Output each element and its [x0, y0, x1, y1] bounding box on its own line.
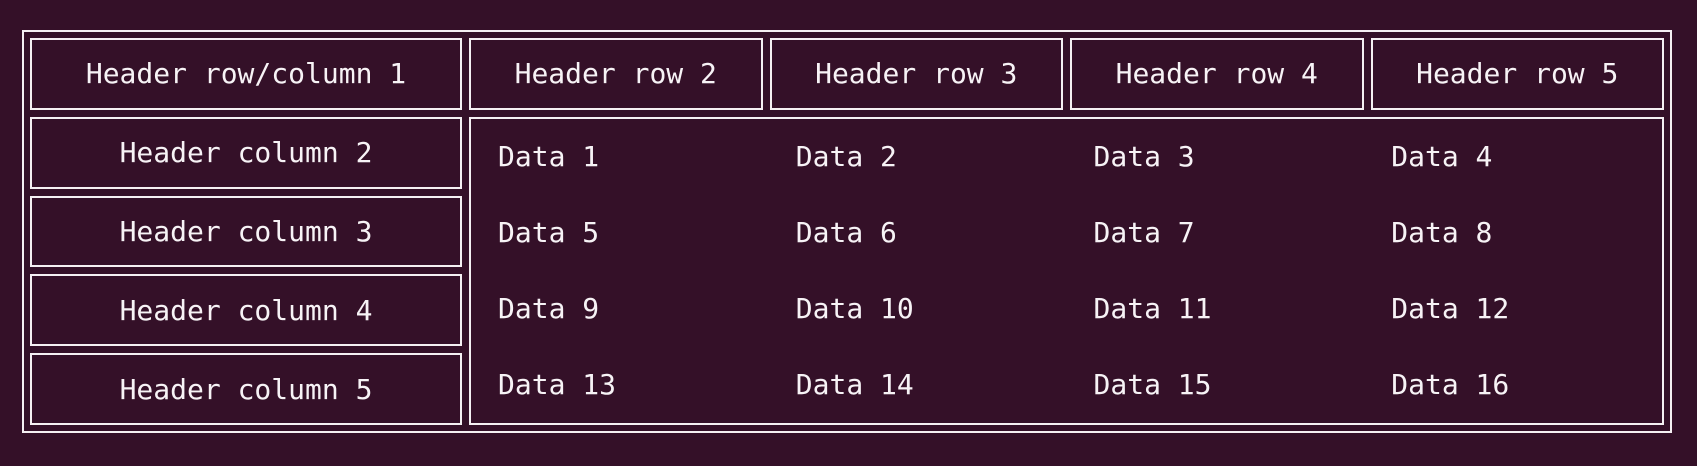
row-header-cell-3: Header column 3 — [30, 195, 462, 268]
column-header-cell-3: Header row 3 — [769, 38, 1063, 110]
data-cell-2: Data 2 — [795, 140, 897, 174]
row-header-cell-5: Header column 5 — [30, 353, 462, 425]
column-header-cell-5: Header row 5 — [1370, 38, 1664, 110]
data-cell-11: Data 11 — [1093, 292, 1212, 326]
column-header-cell-2: Header row 2 — [469, 38, 763, 110]
corner-header-cell: Header row/column 1 — [30, 38, 462, 110]
data-cell-14: Data 14 — [795, 368, 914, 402]
data-cell-1: Data 1 — [498, 140, 600, 174]
data-cell-5: Data 5 — [498, 216, 600, 250]
data-cell-13: Data 13 — [498, 368, 617, 402]
table: Header row/column 1 Header row 2 Header … — [22, 30, 1672, 433]
data-cell-9: Data 9 — [498, 292, 600, 326]
data-cell-6: Data 6 — [795, 216, 897, 250]
data-cell-4: Data 4 — [1391, 140, 1493, 174]
table-grid: Header row/column 1 Header row 2 Header … — [30, 38, 1664, 425]
data-cell-7: Data 7 — [1093, 216, 1195, 250]
data-cell-16: Data 16 — [1391, 368, 1510, 402]
data-region: Data 1 Data 2 Data 3 Data 4 Data 5 Data … — [469, 116, 1664, 425]
column-header-cell-4: Header row 4 — [1070, 38, 1364, 110]
data-cell-10: Data 10 — [795, 292, 914, 326]
data-cell-15: Data 15 — [1093, 368, 1212, 402]
data-cell-12: Data 12 — [1391, 292, 1510, 326]
row-header-cell-2: Header column 2 — [30, 116, 462, 189]
data-cell-8: Data 8 — [1391, 216, 1493, 250]
row-header-cell-4: Header column 4 — [30, 274, 462, 347]
data-cell-3: Data 3 — [1093, 140, 1195, 174]
